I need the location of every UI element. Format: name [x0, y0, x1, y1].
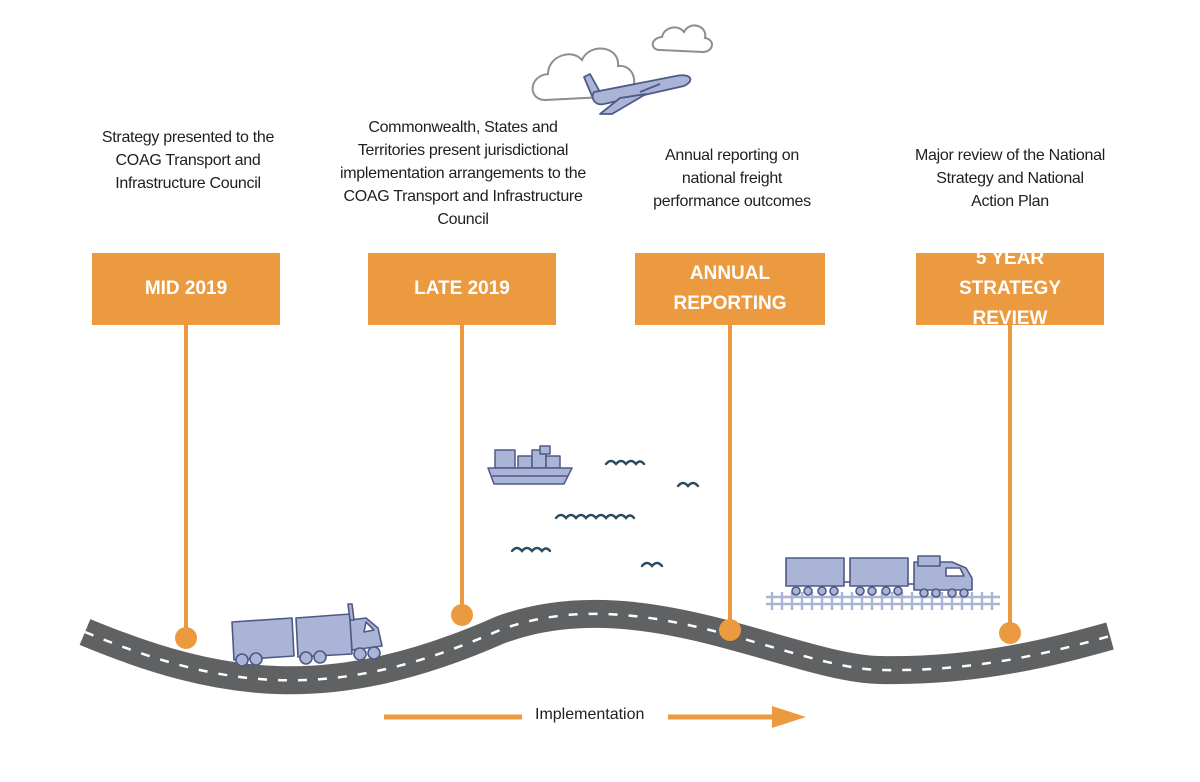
wave-icon	[510, 459, 700, 568]
milestone-3-description: Annual reporting on national freight per…	[653, 147, 811, 210]
milestone-2-box: LATE 2019	[368, 253, 556, 325]
milestone-dot-1	[175, 627, 197, 649]
milestone-stem-4	[999, 324, 1021, 644]
implementation-label: Implementation	[535, 706, 645, 723]
cloud-icon	[651, 24, 713, 54]
milestone-stem-3	[719, 324, 741, 641]
milestone-4-description: Major review of the National Strategy an…	[915, 147, 1105, 210]
cloud-icon	[531, 47, 636, 102]
milestone-1-box: MID 2019	[92, 253, 280, 325]
truck-icon	[231, 603, 383, 667]
milestone-dot-2	[451, 604, 473, 626]
road	[79, 599, 1114, 695]
milestone-stem-1	[175, 324, 197, 649]
milestone-dot-3	[719, 619, 741, 641]
implementation-arrow	[384, 706, 806, 728]
milestone-dot-4	[999, 622, 1021, 644]
airplane-icon	[583, 73, 692, 115]
milestone-2-description: Commonwealth, States and Territories pre…	[340, 119, 586, 228]
train-icon	[766, 555, 1000, 610]
cargo-ship-icon	[487, 445, 573, 485]
milestone-stem-2	[451, 324, 473, 626]
milestone-4-box: 5 YEAR STRATEGY REVIEW	[916, 248, 1104, 329]
milestone-3-box: ANNUAL REPORTING	[635, 253, 825, 325]
milestone-1-description: Strategy presented to the COAG Transport…	[101, 129, 275, 192]
